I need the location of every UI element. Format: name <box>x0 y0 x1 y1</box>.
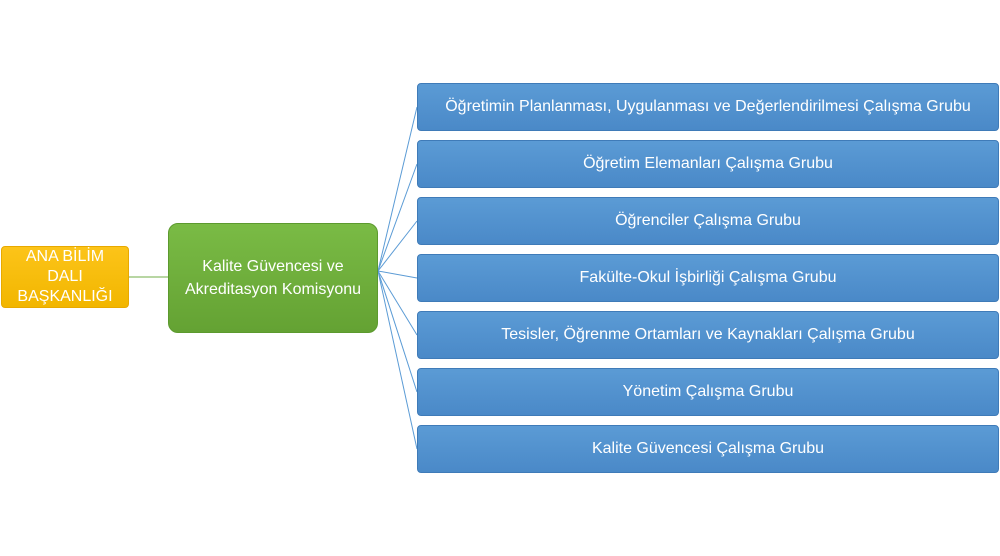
department-head-label-line1: ANA BİLİM DALI <box>25 248 105 285</box>
quality-committee-label-line2: Akreditasyon Komisyonu <box>184 281 362 298</box>
committee-to-group-connector <box>377 270 418 336</box>
working-group-node: Yönetim Çalışma Grubu <box>417 368 999 416</box>
working-group-node: Fakülte-Okul İşbirliği Çalışma Grubu <box>417 254 999 302</box>
working-group-node: Öğretim Elemanları Çalışma Grubu <box>417 140 999 188</box>
committee-to-group-connector <box>377 270 418 450</box>
working-group-label: Yönetim Çalışma Grubu <box>622 383 794 400</box>
committee-to-group-connector <box>377 220 418 272</box>
working-group-label: Tesisler, Öğrenme Ortamları ve Kaynaklar… <box>501 326 915 343</box>
committee-to-group-connector <box>377 270 418 393</box>
committee-to-group-connector <box>377 163 418 272</box>
committee-to-group-connector <box>377 106 418 272</box>
quality-committee-label-line1: Kalite Güvencesi ve <box>202 258 344 275</box>
working-group-label: Fakülte-Okul İşbirliği Çalışma Grubu <box>579 269 837 286</box>
department-head-label-line2: BAŞKANLIĞI <box>17 288 113 305</box>
working-group-label: Öğretimin Planlanması, Uygulanması ve De… <box>445 98 971 115</box>
working-group-node: Öğretimin Planlanması, Uygulanması ve De… <box>417 83 999 131</box>
working-group-node: Kalite Güvencesi Çalışma Grubu <box>417 425 999 473</box>
working-group-label: Kalite Güvencesi Çalışma Grubu <box>591 440 825 457</box>
working-group-label: Öğrenciler Çalışma Grubu <box>615 212 801 229</box>
working-group-node: Öğrenciler Çalışma Grubu <box>417 197 999 245</box>
quality-committee-node: Kalite Güvencesi ve Akreditasyon Komisyo… <box>168 223 378 333</box>
department-head-label: ANA BİLİM DALI BAŞKANLIĞI <box>6 247 124 307</box>
working-group-label: Öğretim Elemanları Çalışma Grubu <box>583 155 833 172</box>
working-group-node: Tesisler, Öğrenme Ortamları ve Kaynaklar… <box>417 311 999 359</box>
quality-committee-label: Kalite Güvencesi ve Akreditasyon Komisyo… <box>185 255 361 301</box>
department-head-node: ANA BİLİM DALI BAŞKANLIĞI <box>1 246 129 308</box>
committee-to-group-connector <box>377 270 418 279</box>
